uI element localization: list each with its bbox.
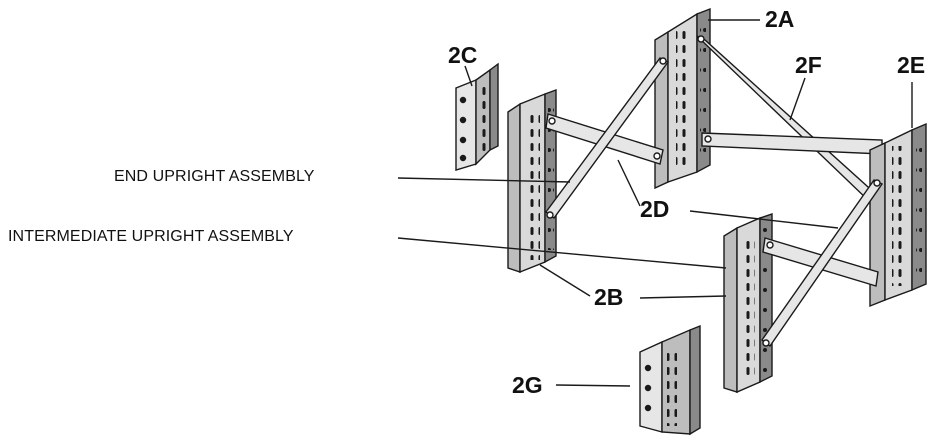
horizontal-brace-rear <box>701 132 883 155</box>
base-plate-2c <box>455 62 499 171</box>
leader-2b-left <box>539 264 591 297</box>
label-end-upright-assembly: END UPRIGHT ASSEMBLY <box>114 168 315 185</box>
base-plate-2g <box>639 324 701 436</box>
brace-2f <box>696 35 880 203</box>
leader-intermediate <box>397 237 727 269</box>
label-2d: 2D <box>640 196 670 222</box>
leader-2d-right <box>689 210 839 229</box>
leader-lines <box>397 19 913 387</box>
leader-end-upright <box>397 177 571 183</box>
leader-2b-right <box>639 295 727 299</box>
label-2e: 2E <box>897 52 926 78</box>
leader-2c <box>464 65 473 87</box>
label-2c: 2C <box>448 42 478 68</box>
leader-2f <box>789 77 806 121</box>
label-2b: 2B <box>594 284 624 310</box>
diagonal-brace-front <box>761 179 884 347</box>
leader-2d-left <box>617 159 641 207</box>
label-2f: 2F <box>795 52 822 78</box>
upright-left <box>507 89 557 274</box>
upright-2e <box>869 122 927 308</box>
label-2a: 2A <box>765 6 795 32</box>
label-intermediate-upright-assembly: INTERMEDIATE UPRIGHT ASSEMBLY <box>8 228 294 245</box>
upright-front <box>723 213 773 394</box>
diagonal-brace-left <box>545 57 670 219</box>
leader-2g <box>555 384 631 387</box>
label-2g: 2G <box>512 372 543 398</box>
